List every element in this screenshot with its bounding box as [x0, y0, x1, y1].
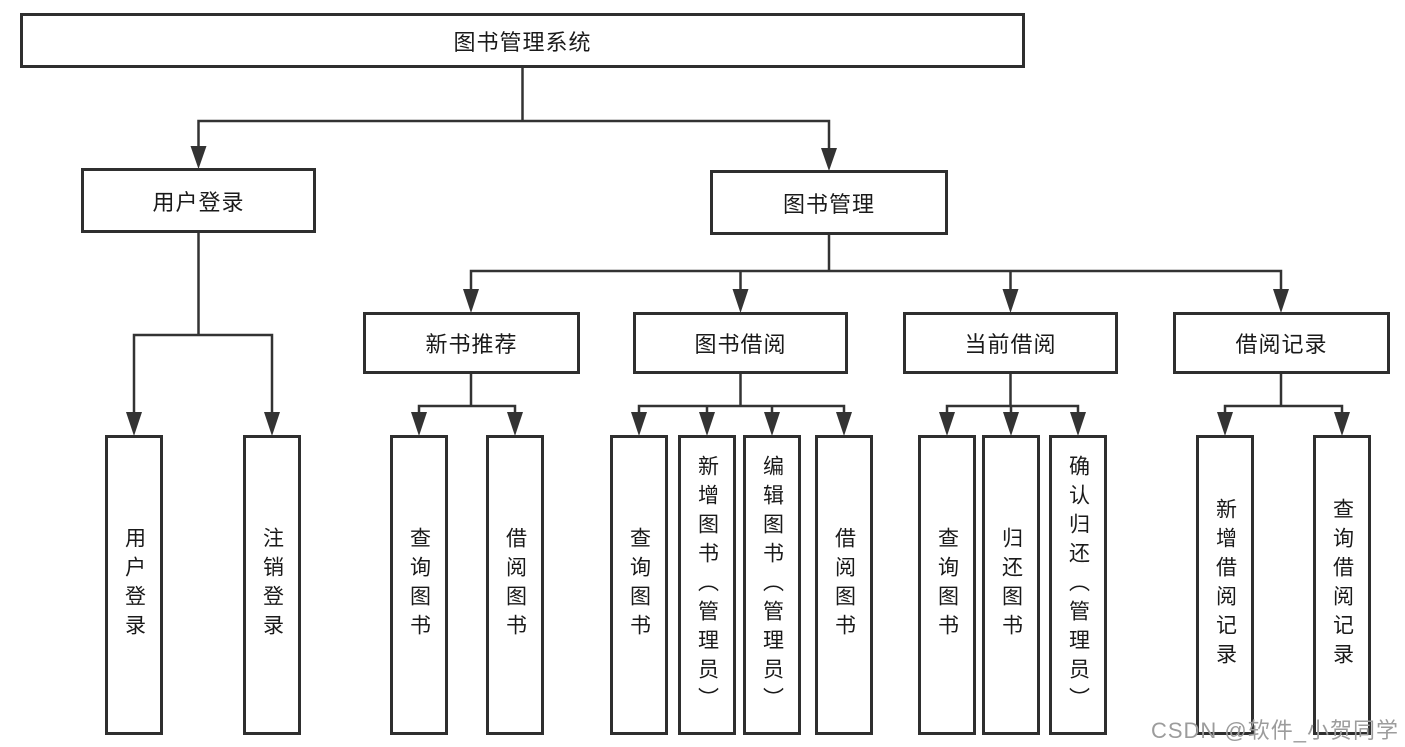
- leaf-bb-add-books-admin: 新增图书（管理员）: [678, 435, 736, 735]
- arrow-br-leaf-2: [1334, 412, 1350, 436]
- leaf-cb-query-books: 查询图书: [918, 435, 976, 735]
- arrow-bb-leaf-1: [631, 412, 647, 436]
- leaf-logout-label: 注销登录: [260, 527, 284, 643]
- leaf-cb-confirm-return-admin-label: 确认归还（管理员）: [1066, 454, 1090, 716]
- arrow-br-leaf-1: [1217, 412, 1233, 436]
- leaf-bb-edit-books-admin: 编辑图书（管理员）: [743, 435, 801, 735]
- arrow-cb-leaf-1: [939, 412, 955, 436]
- node-book-borrow-label: 图书借阅: [694, 332, 787, 357]
- leaf-cb-return-books-label: 归还图书: [999, 527, 1023, 643]
- node-new-book-recommend-label: 新书推荐: [425, 332, 518, 357]
- leaf-bb-borrow-books: 借阅图书: [815, 435, 873, 735]
- leaf-nbr-borrow-books: 借阅图书: [486, 435, 544, 735]
- node-book-management: 图书管理: [710, 170, 948, 235]
- leaf-br-query-record: 查询借阅记录: [1313, 435, 1371, 735]
- node-borrow-record: 借阅记录: [1173, 312, 1390, 374]
- leaf-br-query-record-label: 查询借阅记录: [1330, 498, 1354, 672]
- leaf-nbr-query-books-label: 查询图书: [407, 527, 431, 643]
- leaf-bb-query-books: 查询图书: [610, 435, 668, 735]
- node-borrow-record-label: 借阅记录: [1235, 332, 1328, 357]
- arrow-nbr-leaf-1: [411, 412, 427, 436]
- csdn-watermark: CSDN @软件_小贺同学: [1150, 718, 1399, 743]
- leaf-nbr-borrow-books-label: 借阅图书: [503, 527, 527, 643]
- arrow-cb-leaf-3: [1070, 412, 1086, 436]
- leaf-user-login-label: 用户登录: [122, 527, 146, 643]
- leaf-cb-confirm-return-admin: 确认归还（管理员）: [1049, 435, 1107, 735]
- connector-book-borrow-group: [637, 374, 846, 413]
- connector-current-borrow-group: [945, 374, 1080, 413]
- node-current-borrow: 当前借阅: [903, 312, 1118, 374]
- node-root-label: 图书管理系统: [453, 29, 592, 55]
- leaf-br-add-record-label: 新增借阅记录: [1213, 498, 1237, 672]
- node-root: 图书管理系统: [20, 13, 1025, 68]
- node-user-login-label: 用户登录: [152, 189, 245, 215]
- leaf-bb-borrow-books-label: 借阅图书: [832, 527, 856, 643]
- arrow-to-user-login: [190, 146, 207, 169]
- leaf-user-login: 用户登录: [105, 435, 163, 735]
- arrow-to-new-book-recommend: [463, 289, 479, 313]
- node-new-book-recommend: 新书推荐: [363, 312, 580, 374]
- node-user-login: 用户登录: [81, 168, 316, 233]
- node-book-borrow: 图书借阅: [633, 312, 848, 374]
- leaf-logout: 注销登录: [243, 435, 301, 735]
- node-current-borrow-label: 当前借阅: [964, 332, 1057, 357]
- arrow-nbr-leaf-2: [507, 412, 523, 436]
- connector-new-book-recommend-group: [417, 374, 517, 413]
- leaf-cb-return-books: 归还图书: [982, 435, 1040, 735]
- connector-user-login-group: [132, 233, 274, 413]
- leaf-nbr-query-books: 查询图书: [390, 435, 448, 735]
- arrow-bb-leaf-2: [699, 412, 715, 436]
- arrow-to-book-management: [821, 148, 837, 171]
- leaf-bb-query-books-label: 查询图书: [627, 527, 651, 643]
- arrow-to-current-borrow: [1002, 289, 1019, 313]
- leaf-cb-query-books-label: 查询图书: [935, 527, 959, 643]
- arrow-to-book-borrow: [732, 289, 749, 313]
- arrow-bb-leaf-4: [836, 412, 852, 436]
- arrow-to-leaf-logout: [264, 412, 280, 436]
- arrow-to-borrow-record: [1273, 289, 1289, 313]
- connector-borrow-record-group: [1223, 374, 1344, 413]
- leaf-br-add-record: 新增借阅记录: [1196, 435, 1254, 735]
- arrow-to-leaf-user-login: [126, 412, 142, 436]
- arrow-cb-leaf-2: [1003, 412, 1019, 436]
- leaf-bb-add-books-admin-label: 新增图书（管理员）: [695, 454, 719, 716]
- leaf-bb-edit-books-admin-label: 编辑图书（管理员）: [760, 454, 784, 716]
- arrow-bb-leaf-3: [764, 412, 780, 436]
- connector-root-to-level2: [197, 68, 831, 149]
- node-book-management-label: 图书管理: [782, 191, 875, 217]
- connector-book-management-group: [469, 235, 1283, 290]
